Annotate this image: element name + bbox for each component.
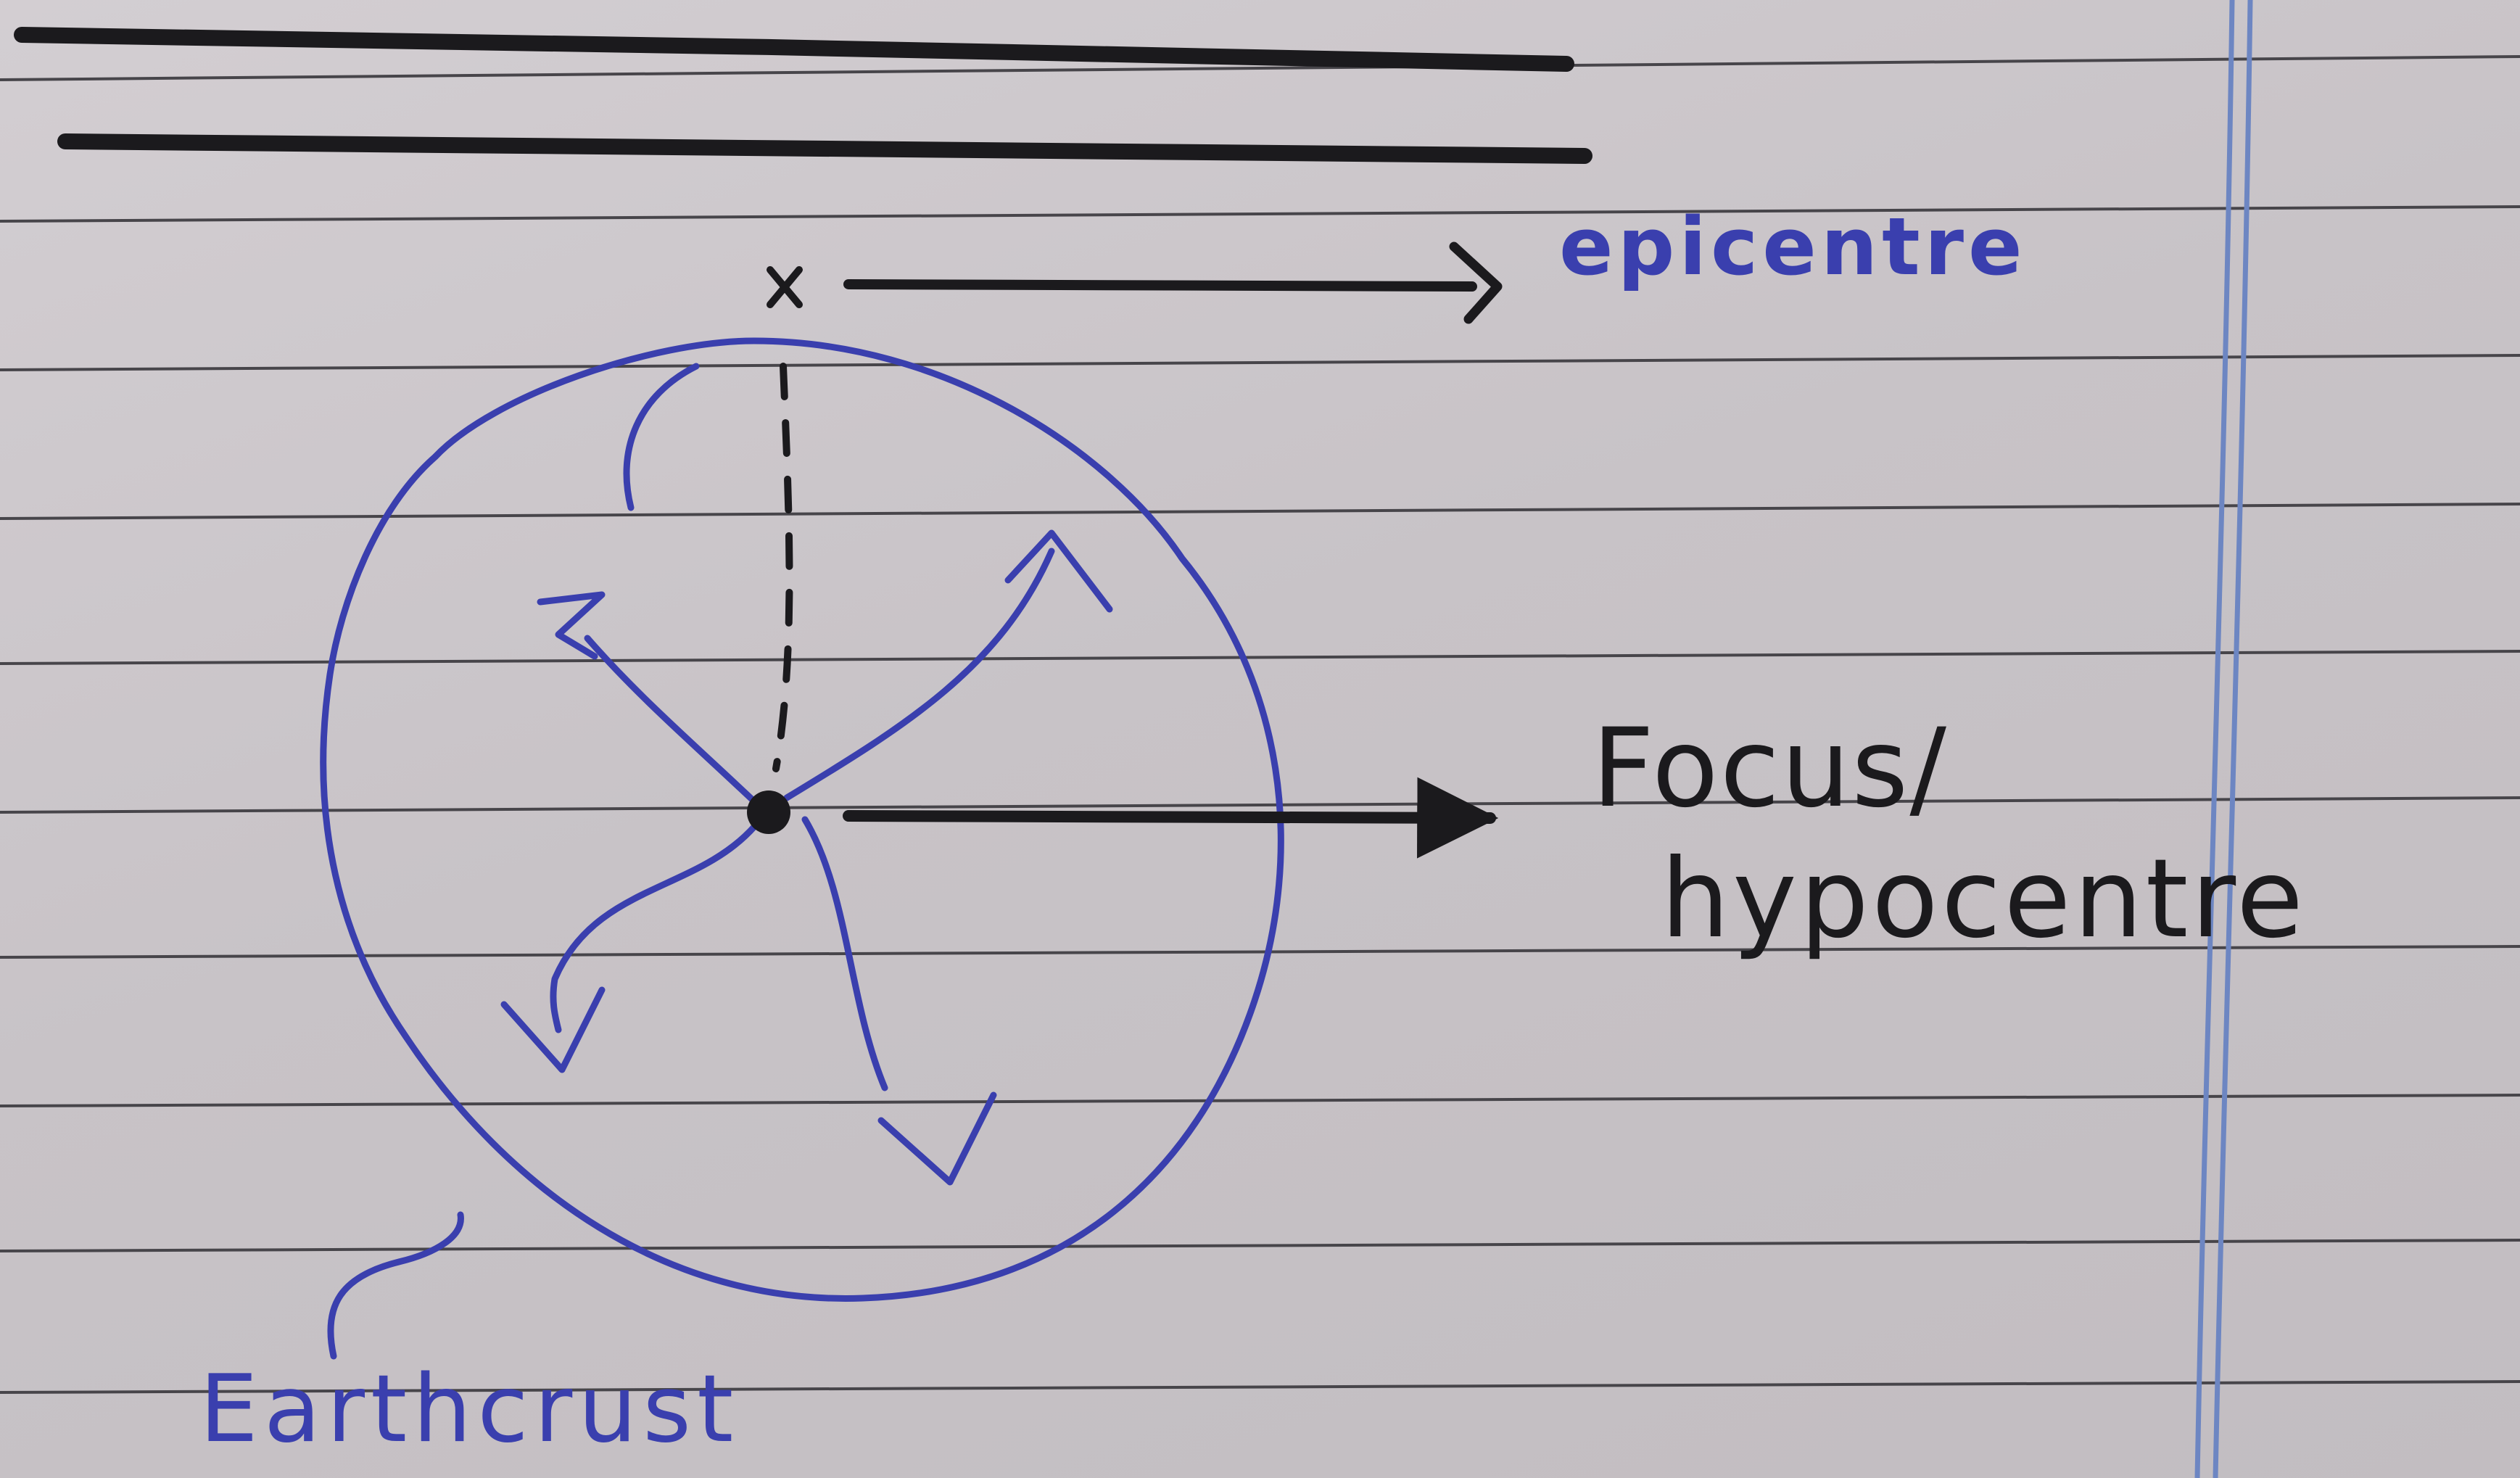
earth-crust-label: Earthcrust xyxy=(199,1355,740,1463)
heading-strokes xyxy=(14,27,1592,164)
rule-line xyxy=(0,503,2520,520)
vertical-dashed-line xyxy=(772,363,793,772)
crust-inner-stroke xyxy=(623,363,700,511)
focus-label: Focus/ xyxy=(1592,706,1948,832)
wave-lower-right xyxy=(801,816,888,1091)
wave-upper-left xyxy=(584,635,758,805)
wave-upper-left-head xyxy=(537,591,606,660)
rule-line xyxy=(0,1239,2520,1252)
focus-arrow xyxy=(843,777,1499,859)
epicentre-label: epicentre xyxy=(1559,200,2027,293)
rule-line xyxy=(0,205,2520,223)
epicentre-arrowhead xyxy=(1449,241,1503,324)
wave-upper-right-head xyxy=(1004,529,1113,613)
ruled-lines xyxy=(0,55,2520,1394)
wave-lower-left-head xyxy=(500,986,606,1073)
rule-line xyxy=(0,55,2520,81)
wave-upper-right xyxy=(783,548,1055,801)
rule-line xyxy=(0,650,2520,665)
margin-line xyxy=(2194,0,2253,1478)
earth-crust-circle xyxy=(320,337,1284,1302)
seismic-waves xyxy=(327,529,1113,1360)
rule-line xyxy=(0,1380,2520,1394)
rule-line xyxy=(0,354,2520,371)
rule-line xyxy=(0,1094,2520,1107)
wave-lower-right-head xyxy=(877,1091,997,1186)
focus-dot xyxy=(747,790,790,834)
crust-pointer xyxy=(327,1211,464,1360)
epicentre-marker xyxy=(767,266,803,308)
rule-line xyxy=(0,796,2520,814)
wave-lower-left xyxy=(550,823,758,1033)
rule-line xyxy=(0,945,2520,959)
epicentre-arrow xyxy=(843,279,1477,292)
hypocentre-label: hypocentre xyxy=(1661,836,2307,962)
